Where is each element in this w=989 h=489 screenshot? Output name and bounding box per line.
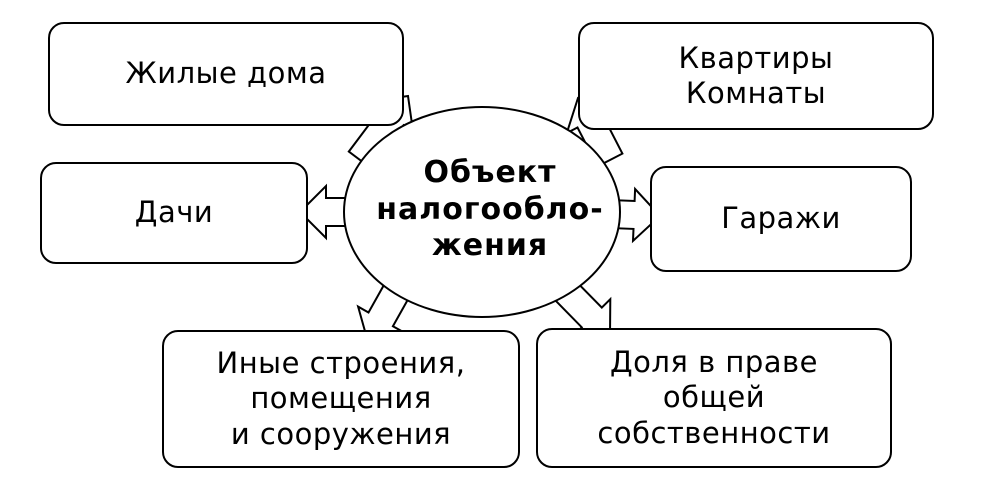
- box-residential-houses: Жилые дома: [48, 22, 404, 126]
- box-share-in-ownership: Доля в праве общей собственности: [536, 328, 892, 468]
- center-label: Объект налогообло- жения: [376, 155, 604, 264]
- box-apartments-rooms: Квартиры Комнаты: [578, 22, 934, 130]
- box-other-structures: Иные строения, помещения и сооружения: [162, 330, 520, 468]
- box-dachas: Дачи: [40, 162, 308, 264]
- center-ellipse: [343, 106, 621, 318]
- box-garages: Гаражи: [650, 166, 912, 272]
